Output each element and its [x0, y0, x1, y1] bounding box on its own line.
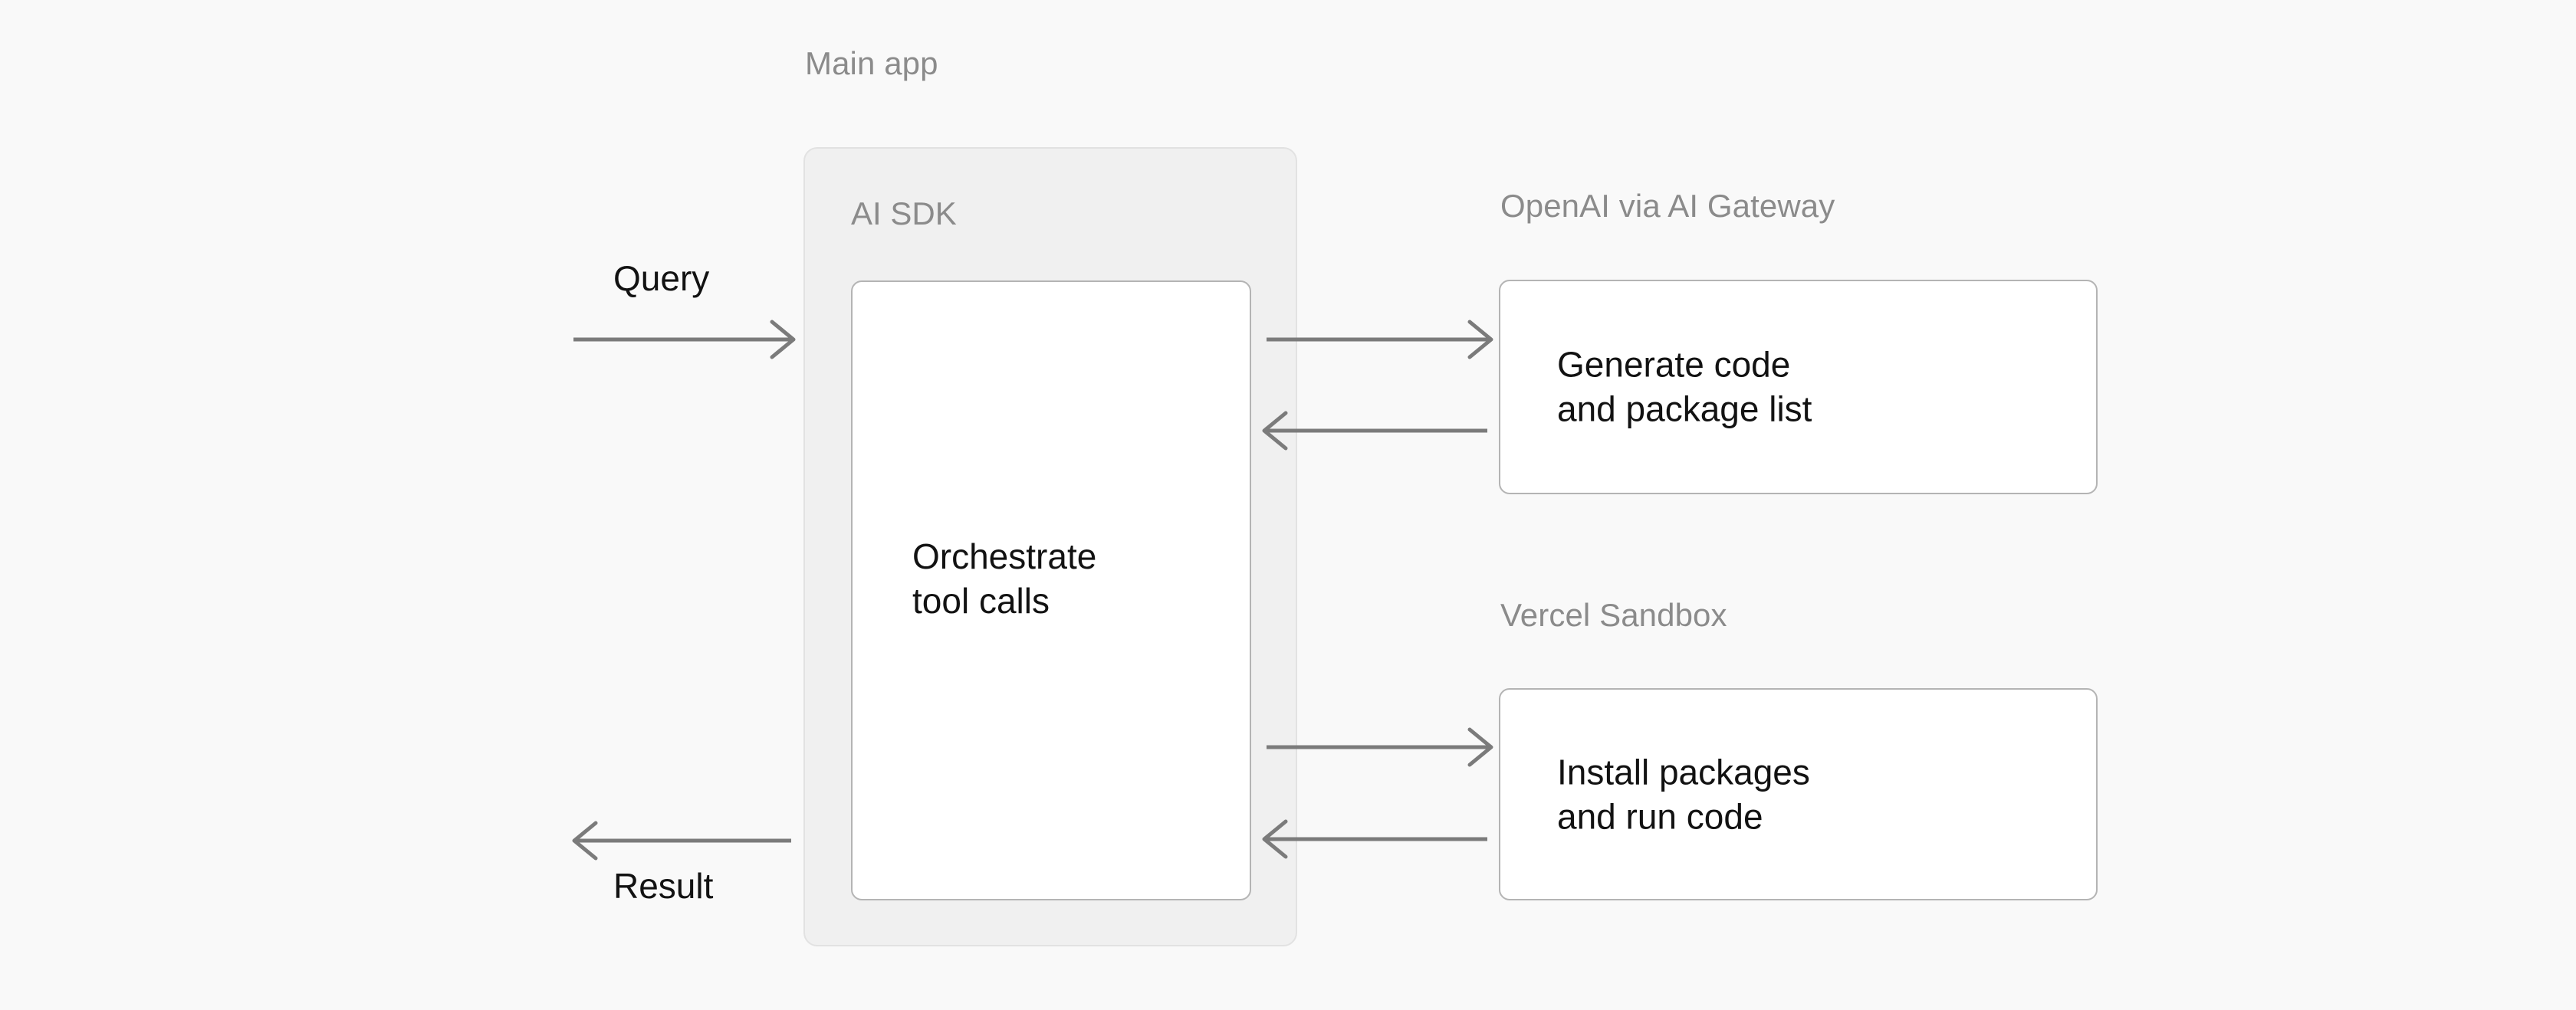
arrow-gateway-response [1262, 411, 1487, 451]
node-orchestrate-tool-calls[interactable]: Orchestrate tool calls [851, 280, 1251, 900]
node-install-packages[interactable]: Install packages and run code [1499, 688, 2098, 900]
arrow-result [572, 821, 791, 861]
arrow-sandbox-response [1262, 819, 1487, 859]
node-generate-code[interactable]: Generate code and package list [1499, 280, 2098, 494]
node-install-packages-text: Install packages and run code [1557, 752, 1810, 837]
group-label-openai-gateway: OpenAI via AI Gateway [1500, 188, 1835, 224]
edge-label-query: Query [613, 258, 710, 298]
arrow-gateway-request [1267, 320, 1493, 359]
arrow-query [573, 320, 796, 359]
group-label-ai-sdk: AI SDK [851, 195, 957, 231]
node-orchestrate-tool-calls-text: Orchestrate tool calls [912, 536, 1097, 621]
node-generate-code-text: Generate code and package list [1557, 344, 1812, 429]
group-label-main-app: Main app [805, 45, 938, 81]
arrow-sandbox-request [1267, 727, 1493, 767]
group-label-vercel-sandbox: Vercel Sandbox [1500, 597, 1727, 633]
edge-label-result: Result [613, 866, 714, 906]
